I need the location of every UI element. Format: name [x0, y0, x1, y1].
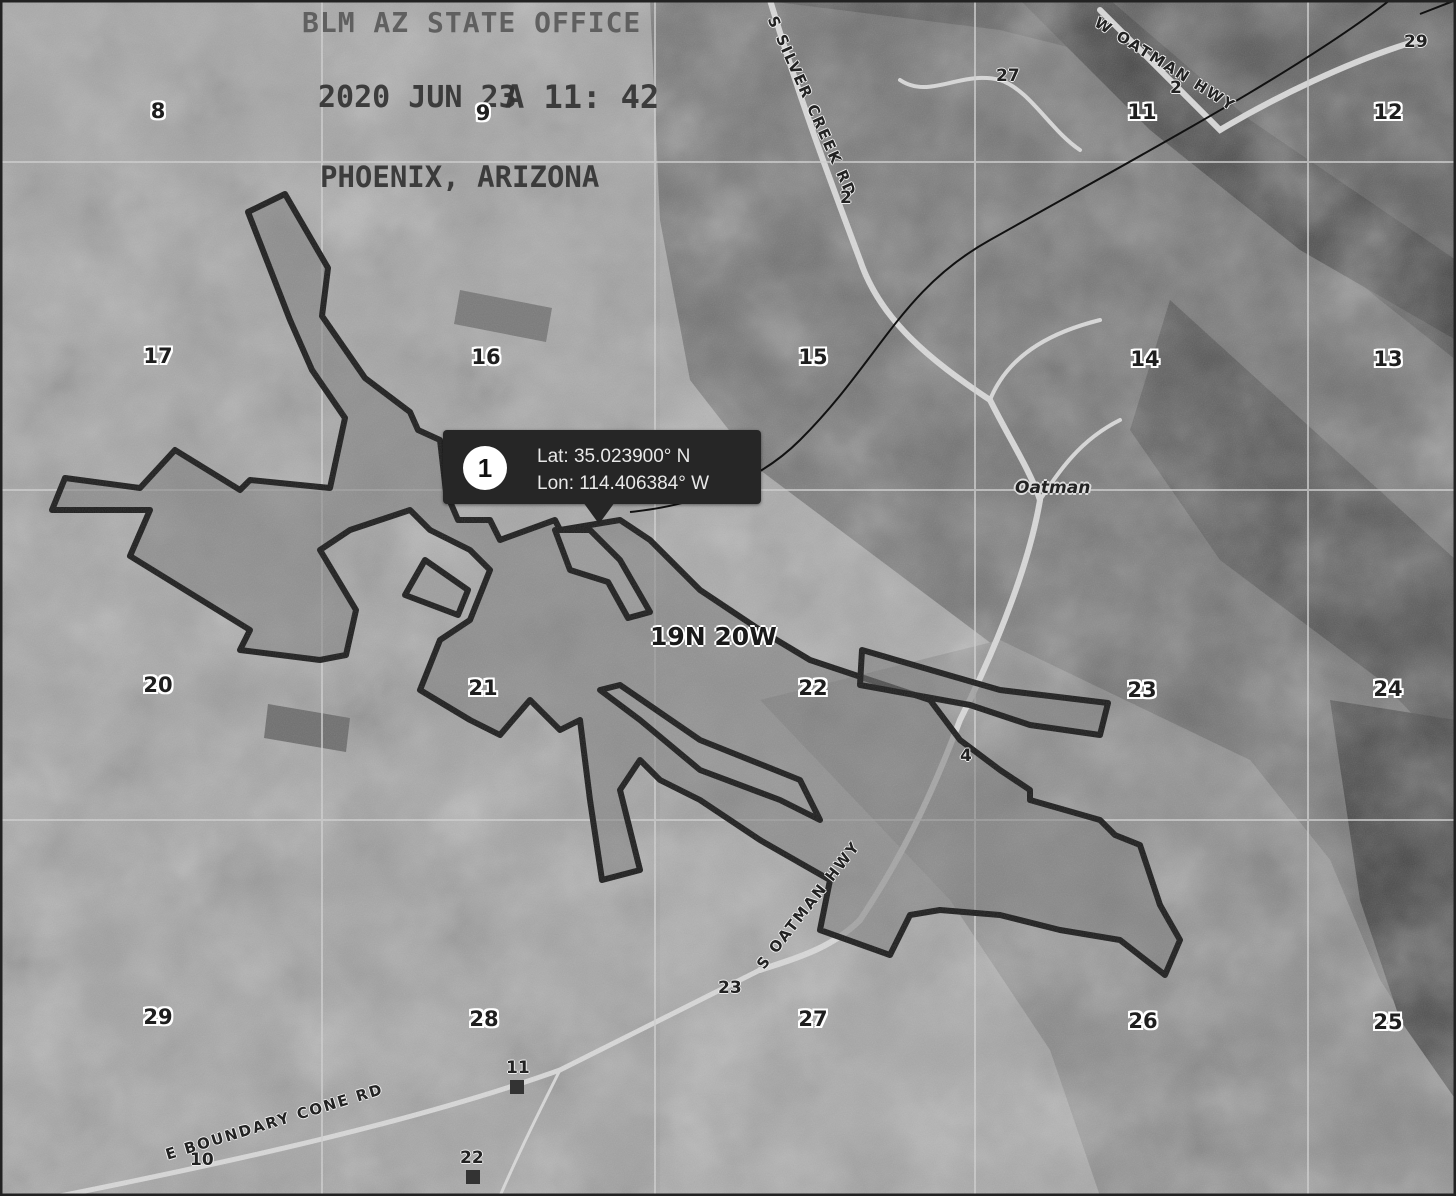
callout-coordinates: Lat: 35.023900° N Lon: 114.406384° W [537, 443, 709, 497]
route-marker: 23 [718, 978, 742, 998]
section-label: 9 [475, 101, 491, 125]
township-range-label: 19N 20W [650, 622, 777, 651]
place-label-oatman: Oatman [1015, 478, 1091, 498]
section-label: 26 [1128, 1009, 1158, 1033]
section-label: 22 [798, 676, 828, 700]
route-marker: 27 [996, 66, 1020, 86]
point-marker [466, 1170, 480, 1184]
section-label: 12 [1373, 100, 1403, 124]
callout-longitude: Lon: 114.406384° W [537, 473, 710, 494]
section-label: 16 [471, 345, 501, 369]
route-marker: 2 [840, 188, 852, 208]
section-label: 25 [1373, 1010, 1403, 1034]
section-label: 20 [143, 673, 173, 697]
section-label: 29 [143, 1005, 173, 1029]
section-label: 14 [1130, 347, 1160, 371]
coordinate-callout[interactable]: 1 Lat: 35.023900° N Lon: 114.406384° W [443, 430, 761, 524]
section-label: 27 [798, 1007, 828, 1031]
route-marker: 10 [190, 1150, 214, 1170]
route-marker: 2 [1170, 78, 1182, 98]
section-label: 28 [469, 1007, 499, 1031]
point-marker [510, 1080, 524, 1094]
route-marker: 29 [1404, 32, 1428, 52]
received-stamp-date: 2020 JUN 23 [318, 80, 517, 115]
received-stamp-city: PHOENIX, ARIZONA [320, 160, 600, 194]
callout-pointer [583, 502, 615, 524]
section-label: 21 [468, 676, 498, 700]
section-label: 8 [150, 99, 166, 123]
section-label: 17 [143, 344, 173, 368]
route-marker: 4 [960, 746, 972, 766]
section-label: 11 [1127, 100, 1157, 124]
callout-number-badge: 1 [463, 446, 507, 490]
section-label: 23 [1127, 678, 1157, 702]
section-label: 13 [1373, 347, 1403, 371]
received-stamp-time: A 11: 42 [505, 78, 660, 116]
section-label: 24 [1373, 677, 1403, 701]
route-marker: 11 [506, 1058, 530, 1078]
callout-latitude: Lat: 35.023900° N [537, 446, 691, 467]
section-label: 15 [798, 345, 828, 369]
received-stamp-office: BLM AZ STATE OFFICE [302, 6, 642, 39]
route-marker: 22 [460, 1148, 484, 1168]
